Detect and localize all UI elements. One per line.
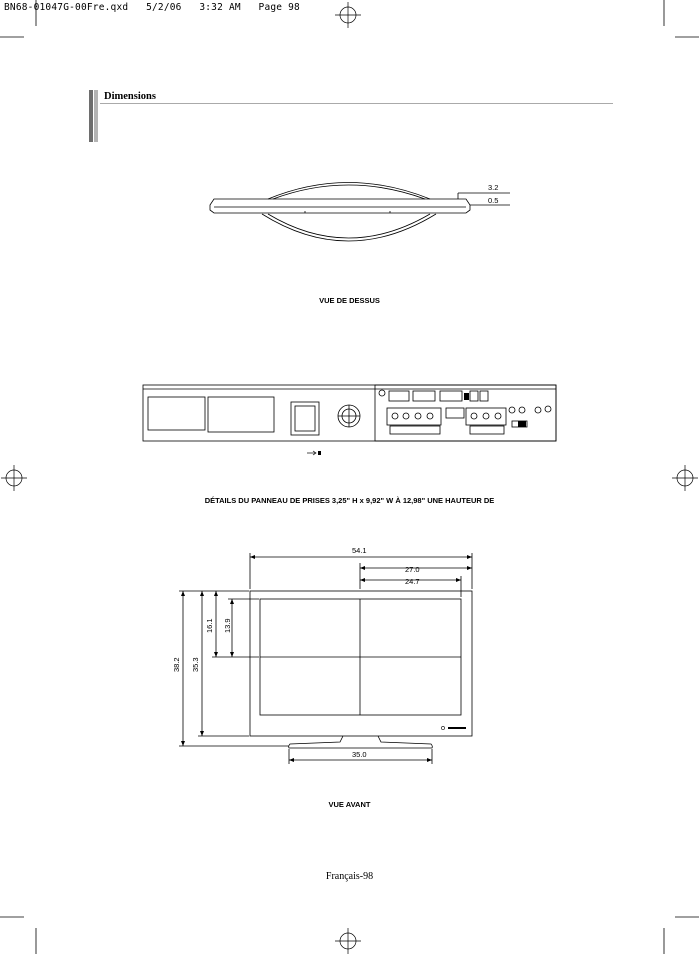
section-title: Dimensions <box>104 91 156 102</box>
section-bar-dark <box>89 90 93 142</box>
front-dim-screen-half-width: 24.7 <box>405 577 420 586</box>
front-power-icon <box>441 726 445 730</box>
top-view-drawing <box>209 182 510 242</box>
front-dim-half-height: 16.1 <box>205 618 214 633</box>
top-dim-thin: 0.5 <box>488 196 498 205</box>
front-dim-stand-width: 35.0 <box>352 750 367 759</box>
jack-panel-lock-icon <box>318 451 321 455</box>
page-number: Français-98 <box>325 871 374 882</box>
top-view-caption: VUE DE DESSUS <box>319 296 380 305</box>
jack-panel-usb <box>464 393 469 400</box>
file-slug: BN68-01047G-00Fre.qxd 5/2/06 3:32 AM Pag… <box>4 2 300 13</box>
section-rule <box>100 103 613 104</box>
jack-panel-drawing <box>142 384 557 442</box>
front-dim-body-height: 35.3 <box>191 657 200 672</box>
front-dim-total-height: 38.2 <box>172 657 181 672</box>
jack-panel-arrow <box>307 450 317 456</box>
front-view-drawing <box>179 553 473 764</box>
front-dim-half-width: 27.0 <box>405 565 420 574</box>
front-button-strip <box>448 727 466 729</box>
jack-panel-ex-link <box>518 421 526 427</box>
front-dim-screen-half-height: 13.9 <box>223 618 232 633</box>
front-view-caption: VUE AVANT <box>328 800 371 809</box>
front-view-arrowheads <box>181 555 472 762</box>
jack-panel-caption: DÉTAILS DU PANNEAU DE PRISES 3,25" H x 9… <box>204 496 495 505</box>
section-bar-light <box>94 90 98 142</box>
front-dim-total-width: 54.1 <box>352 546 367 555</box>
top-dim-depth: 3.2 <box>488 183 498 192</box>
